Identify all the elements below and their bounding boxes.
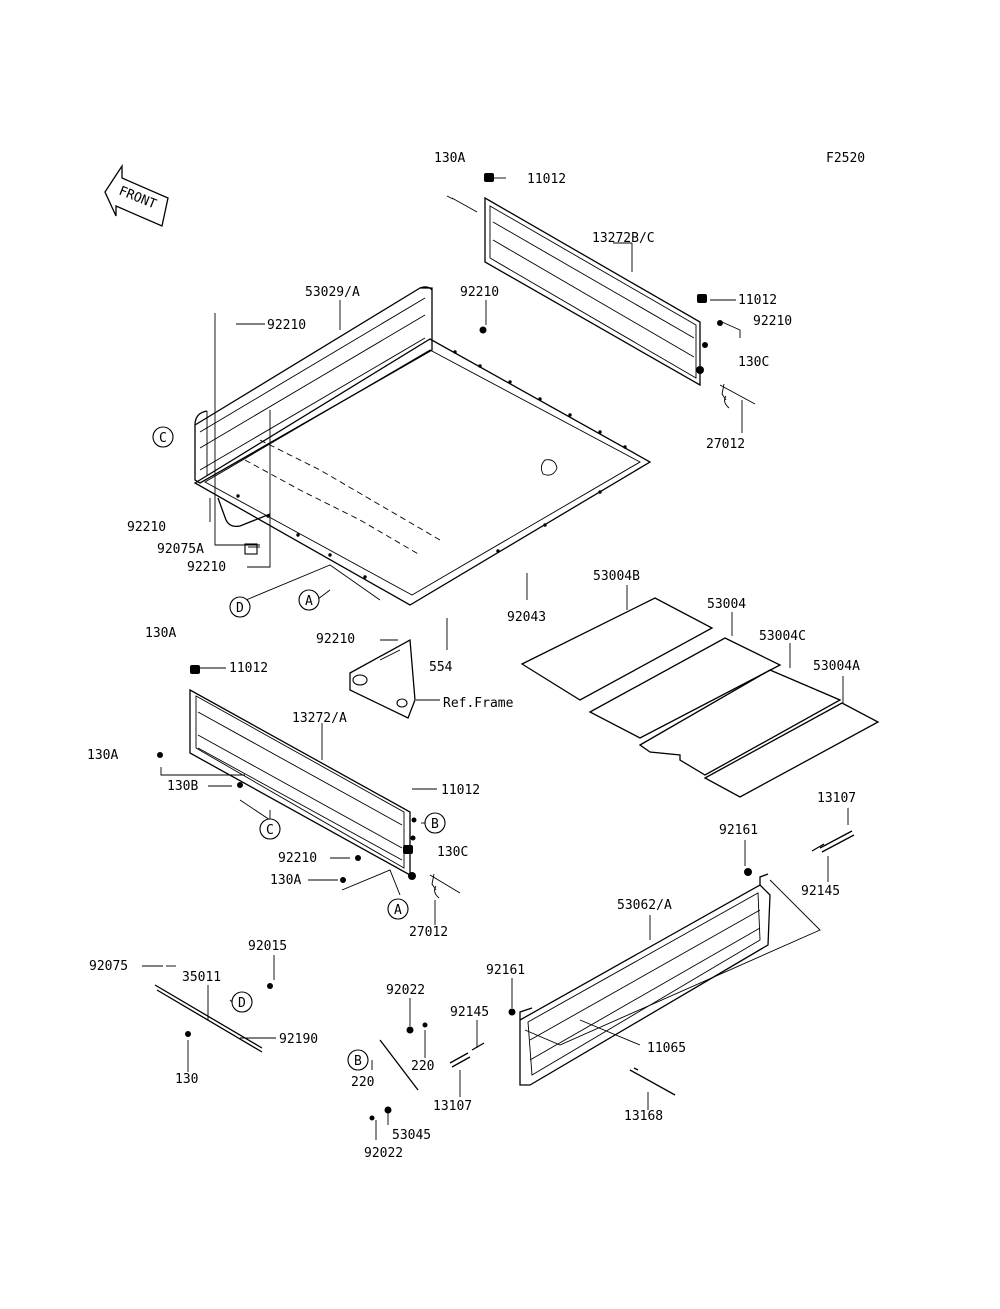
tailgate-53062A: [508, 868, 771, 1086]
callout-c-lower-label: C: [266, 823, 274, 838]
label-92161-low: 92161: [486, 963, 525, 978]
label-92161: 92161: [719, 823, 758, 838]
label-11065: 11065: [647, 1041, 686, 1056]
label-ref-frame: Ref.Frame: [443, 696, 514, 711]
callout-a-upper: A: [298, 589, 320, 611]
label-130A-low: 130A: [270, 873, 301, 888]
cable-assembly-35011: [154, 965, 273, 1053]
callout-c-lower: C: [259, 818, 281, 840]
label-53045: 53045: [392, 1128, 431, 1143]
label-53062A: 53062/A: [617, 898, 672, 913]
strap-53045: [369, 1022, 428, 1121]
callout-a-lower-label: A: [394, 903, 402, 918]
label-53004A: 53004A: [813, 659, 860, 674]
label-92210-left: 92210: [127, 520, 166, 535]
front-arrow-label: FRONT: [117, 184, 159, 213]
label-35011: 35011: [182, 970, 221, 985]
label-92210-low: 92210: [278, 851, 317, 866]
label-13107-right: 13107: [817, 791, 856, 806]
callout-c-upper: C: [152, 426, 174, 448]
label-220-b: 220: [351, 1075, 374, 1090]
callout-c-upper-label: C: [159, 431, 167, 446]
label-92015: 92015: [248, 939, 287, 954]
callout-b-lower: B: [347, 1049, 369, 1071]
label-130C-right: 130C: [738, 355, 769, 370]
label-130A-mid: 130A: [145, 626, 176, 641]
label-13168: 13168: [624, 1109, 663, 1124]
label-13272BC: 13272B/C: [592, 231, 655, 246]
callout-d-upper-label: D: [236, 601, 244, 616]
label-130A-left: 130A: [87, 748, 118, 763]
label-130: 130: [175, 1072, 198, 1087]
label-92022-top: 92022: [386, 983, 425, 998]
label-11012-mid: 11012: [229, 661, 268, 676]
callout-d-lower: D: [231, 991, 253, 1013]
label-92145-right: 92145: [801, 884, 840, 899]
label-13272A: 13272/A: [292, 711, 347, 726]
label-92210-center: 92210: [460, 285, 499, 300]
label-92043: 92043: [507, 610, 546, 625]
callout-d-upper: D: [229, 596, 251, 618]
label-554: 554: [429, 660, 453, 675]
label-11012-right: 11012: [738, 293, 777, 308]
callout-a-lower: A: [387, 898, 409, 920]
cargo-bed-53029A: [193, 286, 652, 606]
part-labels: 130A 11012 13272B/C 11012 92210 130C 270…: [87, 151, 860, 1161]
label-130C-mid: 130C: [437, 845, 468, 860]
label-53004: 53004: [707, 597, 746, 612]
callout-b-right-label: B: [431, 817, 439, 832]
callout-b-right: B: [424, 812, 446, 834]
label-92022-low: 92022: [364, 1146, 403, 1161]
tailgate-pins: [449, 830, 855, 1096]
label-92075A: 92075A: [157, 542, 204, 557]
label-53004B: 53004B: [593, 569, 640, 584]
callout-d-lower-label: D: [238, 996, 246, 1011]
label-92210-upleft: 92210: [267, 318, 306, 333]
label-53004C: 53004C: [759, 629, 806, 644]
figure-code: F2520: [826, 151, 865, 166]
label-13107-low: 13107: [433, 1099, 472, 1114]
label-92190: 92190: [279, 1032, 318, 1047]
label-130A-top: 130A: [434, 151, 465, 166]
bed-mats-53004: [520, 597, 880, 798]
label-11012-mid2: 11012: [441, 783, 480, 798]
left-side-panel-13272A: [157, 665, 461, 899]
label-53029A: 53029/A: [305, 285, 360, 300]
callout-b-lower-label: B: [354, 1054, 362, 1069]
label-11012-top: 11012: [527, 172, 566, 187]
label-130B: 130B: [167, 779, 198, 794]
label-220-a: 220: [411, 1059, 434, 1074]
label-92075: 92075: [89, 959, 128, 974]
rear-side-panel-13272BC: [484, 196, 708, 387]
label-92210-right: 92210: [753, 314, 792, 329]
label-27012-mid: 27012: [409, 925, 448, 940]
label-92210-mid: 92210: [316, 632, 355, 647]
front-arrow-icon: FRONT: [104, 163, 169, 227]
label-92145-low: 92145: [450, 1005, 489, 1020]
ref-frame-bracket: [349, 638, 416, 719]
label-92210-left2: 92210: [187, 560, 226, 575]
label-27012-right: 27012: [706, 437, 745, 452]
hardware-top-right: [446, 173, 756, 409]
callout-a-upper-label: A: [305, 594, 313, 609]
